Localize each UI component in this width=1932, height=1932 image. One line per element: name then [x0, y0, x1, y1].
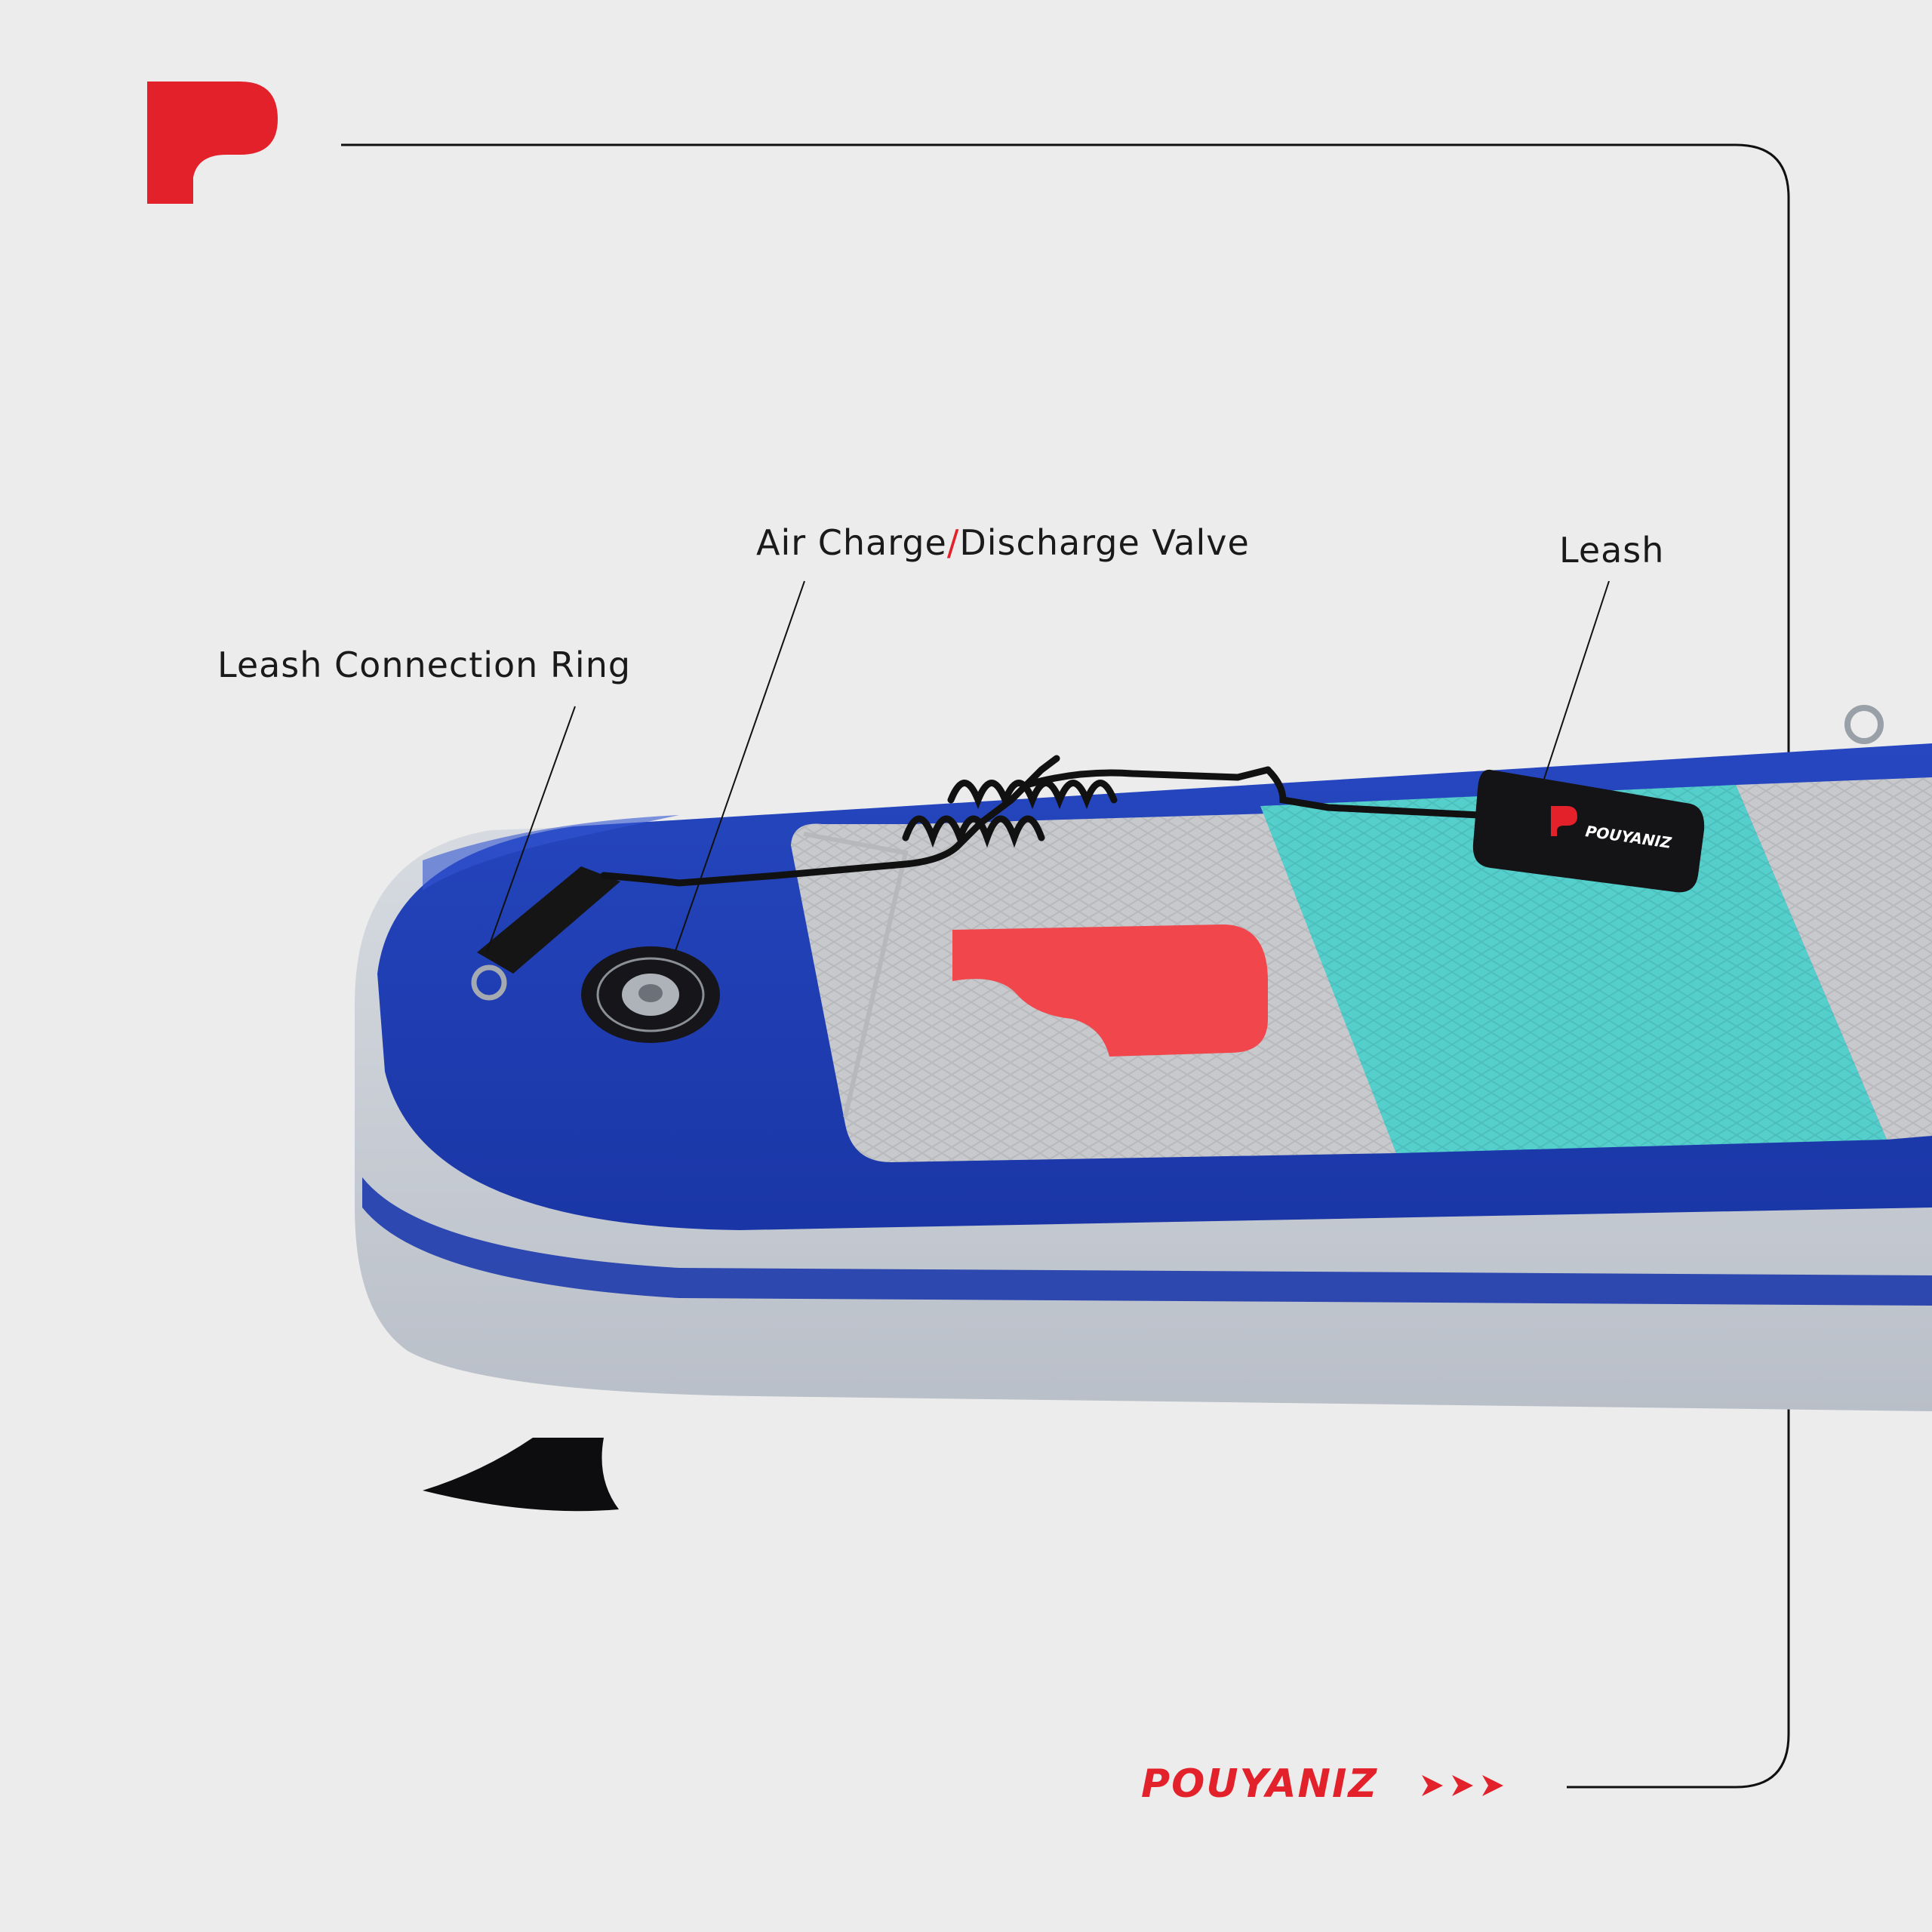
- label-leash: Leash: [1559, 530, 1665, 571]
- brand-wordmark: POUYANIZ: [1141, 1761, 1379, 1807]
- pouyaniz-p-logo-icon: [147, 82, 278, 204]
- fin: [423, 1438, 619, 1512]
- leash-cuff: [1472, 769, 1705, 893]
- leash-cord: [600, 755, 1483, 887]
- label-air-valve: Air Charge/Discharge Valve: [756, 525, 1250, 560]
- leash-connection-ring-icon: [471, 866, 620, 1001]
- leader-line-valve: [675, 580, 805, 952]
- triple-chevron-right-icon: [1422, 1775, 1503, 1796]
- far-d-ring: [1844, 705, 1884, 744]
- label-air-valve-part2: Discharge Valve: [959, 522, 1250, 563]
- air-valve-icon: [581, 946, 720, 1043]
- leader-line-ring: [486, 706, 576, 953]
- label-leash-connection-ring: Leash Connection Ring: [217, 645, 632, 685]
- leader-line-leash: [1543, 580, 1610, 780]
- label-air-valve-part1: Air Charge: [756, 522, 947, 563]
- pad-logo: [952, 924, 1268, 1057]
- label-air-valve-slash: /: [946, 522, 960, 563]
- traction-pad: [791, 777, 1932, 1162]
